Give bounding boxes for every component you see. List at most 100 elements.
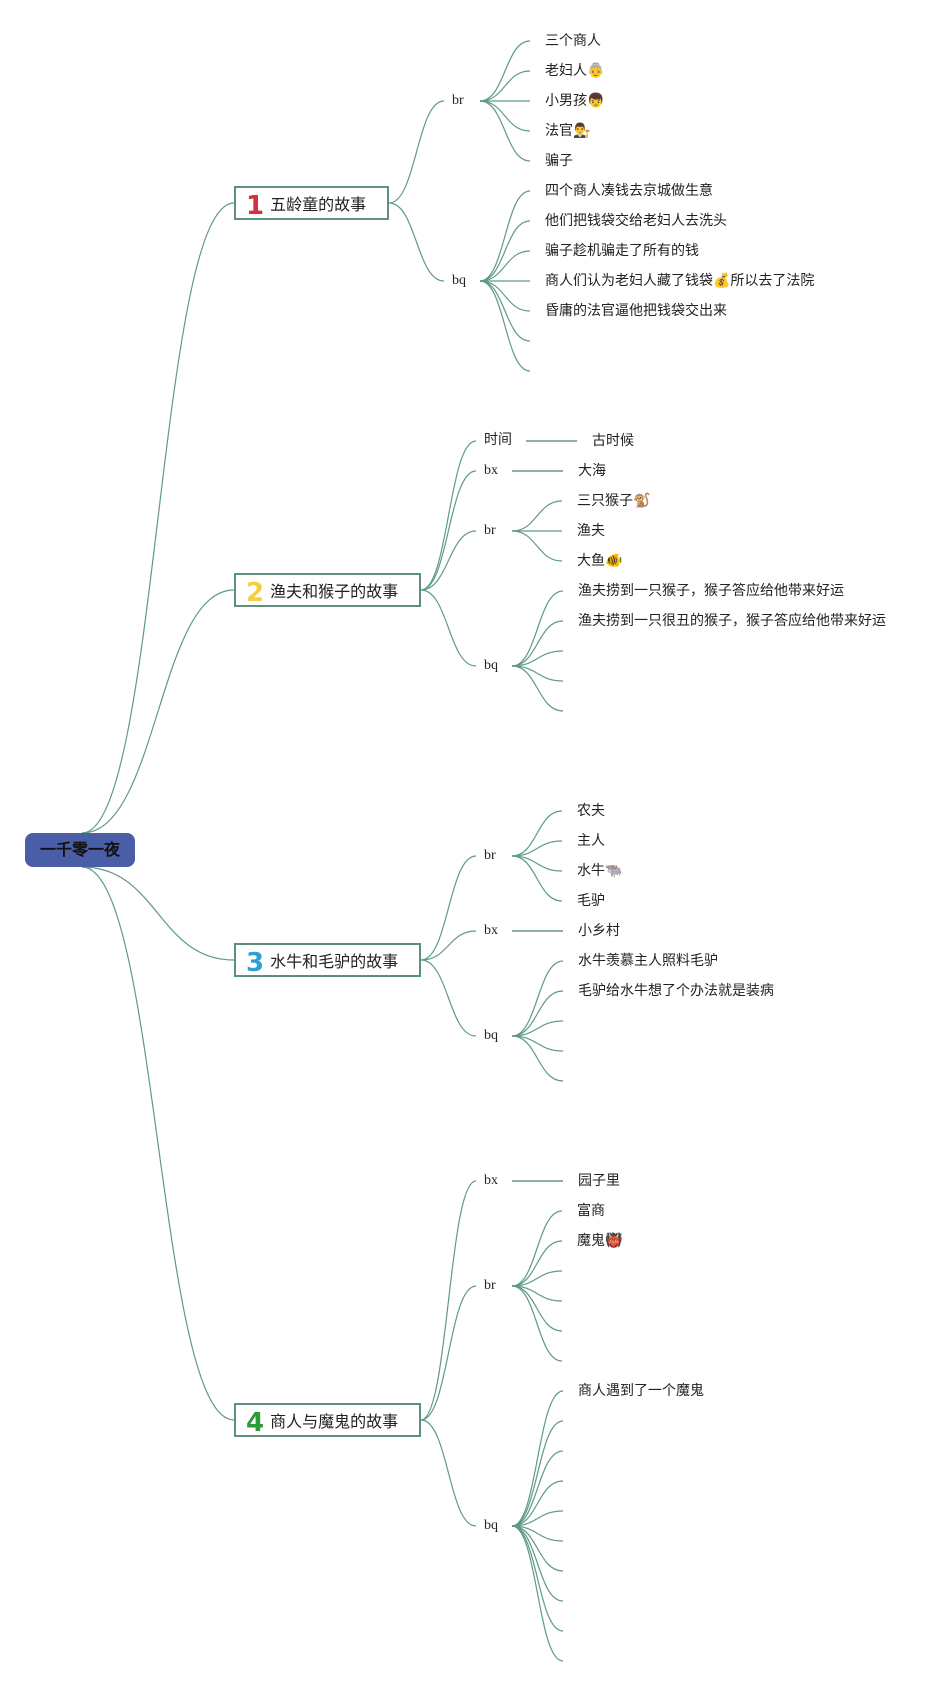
leaf-node[interactable]: 主人 bbox=[577, 833, 605, 849]
branch-label-bx[interactable]: bx bbox=[484, 923, 498, 938]
branch-label-br[interactable]: br bbox=[484, 523, 496, 538]
leaf-link bbox=[511, 840, 563, 857]
leaf-node[interactable]: 三个商人 bbox=[545, 33, 601, 49]
leaf-link bbox=[479, 70, 531, 102]
leaf-node[interactable]: 魔鬼👹 bbox=[577, 1233, 623, 1249]
leaf-node[interactable]: 老妇人👵 bbox=[545, 63, 605, 79]
leaf-node[interactable]: 四个商人凑钱去京城做生意 bbox=[545, 183, 713, 199]
root-link bbox=[81, 866, 235, 1421]
leaf-link bbox=[511, 1525, 564, 1542]
root-link bbox=[81, 866, 235, 961]
leaf-link bbox=[511, 500, 563, 532]
leaf-link bbox=[511, 1210, 563, 1287]
branch-link bbox=[420, 470, 477, 591]
leaf-link bbox=[511, 590, 564, 667]
leaf-node[interactable]: 他们把钱袋交给老妇人去洗头 bbox=[545, 213, 727, 229]
leaf-link bbox=[479, 280, 531, 312]
leaf-node[interactable]: 渔夫捞到一只猴子，猴子答应给他带来好运 bbox=[578, 583, 844, 599]
leaf-link bbox=[479, 250, 531, 282]
branch-link bbox=[420, 959, 477, 1037]
story-node-3[interactable]: 3 水牛和毛驴的故事 bbox=[234, 943, 421, 978]
leaf-link bbox=[511, 1020, 564, 1037]
leaf-link bbox=[511, 620, 564, 667]
leaf-node[interactable]: 水牛羡慕主人照料毛驴 bbox=[578, 953, 718, 969]
leaf-link bbox=[511, 1420, 564, 1527]
branch-label-br[interactable]: br bbox=[484, 1278, 496, 1293]
leaf-node[interactable]: 渔夫捞到一只很丑的猴子，猴子答应给他带来好运 bbox=[578, 613, 886, 629]
leaf-node[interactable]: 商人遇到了一个魔鬼 bbox=[578, 1383, 704, 1399]
leaf-link bbox=[479, 40, 531, 102]
leaf-node[interactable]: 渔夫 bbox=[577, 523, 605, 539]
leaf-link bbox=[511, 665, 564, 682]
leaf-link bbox=[511, 1285, 563, 1362]
leaf-node[interactable]: 水牛🐃 bbox=[577, 863, 623, 879]
leaf-link bbox=[479, 100, 531, 162]
branch-label-br[interactable]: br bbox=[452, 93, 464, 108]
leaf-link bbox=[511, 1525, 564, 1572]
leaf-node[interactable]: 小乡村 bbox=[578, 923, 620, 939]
leaf-node[interactable]: 大鱼🐠 bbox=[577, 553, 623, 569]
branch-label-bx[interactable]: bx bbox=[484, 1173, 498, 1188]
leaf-link bbox=[511, 1240, 563, 1287]
branch-link bbox=[420, 1285, 477, 1421]
leaf-link bbox=[479, 280, 531, 372]
leaf-node[interactable]: 昏庸的法官逼他把钱袋交出来 bbox=[545, 303, 727, 319]
branch-link bbox=[420, 589, 477, 667]
leaf-link bbox=[511, 530, 563, 562]
leaf-link bbox=[511, 1035, 564, 1082]
leaf-node[interactable]: 骗子趁机骗走了所有的钱 bbox=[545, 243, 699, 259]
root-link bbox=[81, 589, 235, 834]
root-label: 一千零一夜 bbox=[39, 840, 120, 859]
leaf-link bbox=[479, 100, 531, 132]
leaf-link bbox=[511, 960, 564, 1037]
branch-link bbox=[388, 202, 445, 282]
branch-link bbox=[420, 530, 477, 591]
branch-link bbox=[388, 100, 445, 204]
leaf-link bbox=[511, 1450, 564, 1527]
story-title: 商人与魔鬼的故事 bbox=[270, 1412, 399, 1431]
story-title: 渔夫和猴子的故事 bbox=[270, 582, 399, 601]
leaf-link bbox=[511, 650, 564, 667]
branch-label-时间[interactable]: 时间 bbox=[484, 433, 512, 448]
branch-label-bq[interactable]: bq bbox=[484, 1028, 498, 1043]
leaf-node[interactable]: 大海 bbox=[578, 463, 606, 479]
branch-label-bq[interactable]: bq bbox=[452, 273, 466, 288]
leaf-node[interactable]: 小男孩👦 bbox=[545, 93, 605, 109]
branch-label-br[interactable]: br bbox=[484, 848, 496, 863]
leaf-node[interactable]: 园子里 bbox=[578, 1173, 620, 1189]
story-title: 水牛和毛驴的故事 bbox=[270, 952, 399, 971]
leaf-node[interactable]: 三只猴子🐒 bbox=[577, 493, 651, 509]
leaf-link bbox=[511, 855, 563, 872]
leaf-node[interactable]: 毛驴 bbox=[577, 893, 605, 909]
leaf-node[interactable]: 骗子 bbox=[545, 153, 573, 169]
branch-label-bq[interactable]: bq bbox=[484, 658, 498, 673]
branch-label-bx[interactable]: bx bbox=[484, 463, 498, 478]
leaf-link bbox=[479, 220, 531, 282]
leaf-link bbox=[511, 1525, 564, 1632]
branch-label-bq[interactable]: bq bbox=[484, 1518, 498, 1533]
leaf-link bbox=[511, 1285, 563, 1332]
leaf-link bbox=[511, 1525, 564, 1662]
leaf-link bbox=[511, 1390, 564, 1527]
leaf-link bbox=[511, 1480, 564, 1527]
leaf-link bbox=[479, 190, 531, 282]
story-number-badge: 3 bbox=[246, 947, 265, 978]
branch-link bbox=[420, 440, 477, 591]
leaf-link bbox=[511, 665, 564, 712]
leaf-link bbox=[511, 855, 563, 902]
root-node[interactable]: 一千零一夜 bbox=[25, 833, 135, 867]
leaf-link bbox=[511, 810, 563, 857]
leaf-node[interactable]: 商人们认为老妇人藏了钱袋💰所以去了法院 bbox=[545, 273, 815, 289]
leaf-node[interactable]: 法官👨‍⚖️ bbox=[545, 123, 591, 139]
leaf-node[interactable]: 古时候 bbox=[592, 433, 634, 449]
leaf-link bbox=[511, 990, 564, 1037]
leaf-node[interactable]: 农夫 bbox=[577, 803, 605, 819]
leaf-link bbox=[511, 1270, 563, 1287]
leaf-link bbox=[511, 1510, 564, 1527]
leaf-node[interactable]: 毛驴给水牛想了个办法就是装病 bbox=[578, 983, 774, 999]
leaf-node[interactable]: 富商 bbox=[577, 1203, 605, 1219]
